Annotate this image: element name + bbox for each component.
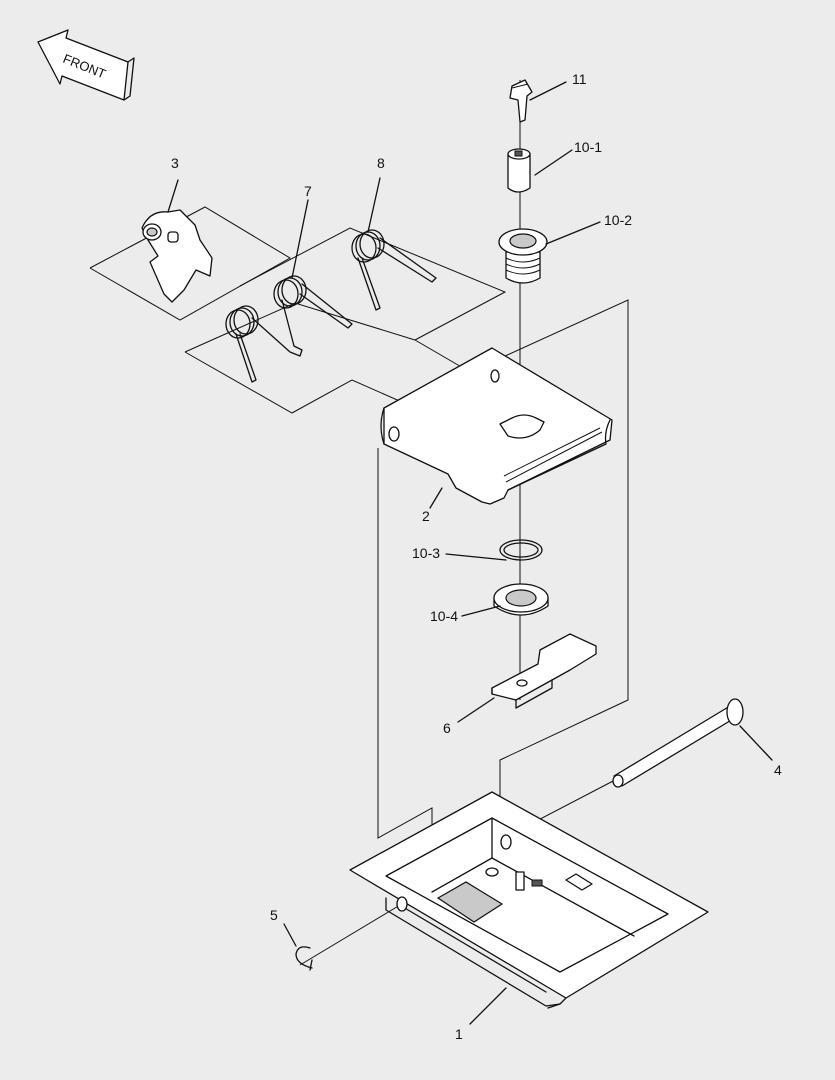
latch-hook-part <box>141 179 213 303</box>
callout-4: 4 <box>774 762 782 778</box>
callout-8: 8 <box>377 155 385 171</box>
torsion-spring-front-part <box>225 199 353 383</box>
callout-labels: 11 10-1 10-2 3 7 8 2 10-3 10-4 6 4 5 1 <box>171 71 782 1042</box>
callout-10-2: 10-2 <box>604 212 632 228</box>
lock-cylinder-part <box>507 148 573 193</box>
retaining-clip-part <box>283 923 313 971</box>
callout-6: 6 <box>443 720 451 736</box>
cam-plate-part <box>457 633 597 723</box>
snap-ring-part <box>445 539 543 561</box>
base-tray-part <box>349 791 709 1025</box>
hinge-pin-part <box>612 698 773 788</box>
callout-10-1: 10-1 <box>574 139 602 155</box>
front-arrow: FRONT <box>37 29 135 101</box>
callout-11: 11 <box>572 71 587 87</box>
latch-housing-part <box>380 347 613 509</box>
callout-5: 5 <box>270 907 278 923</box>
torsion-spring-rear-part <box>351 177 437 311</box>
threaded-nut-part <box>498 221 601 284</box>
seal-washer-part <box>461 583 549 617</box>
key-part <box>509 79 567 123</box>
callout-3: 3 <box>171 155 179 171</box>
callout-10-3: 10-3 <box>412 545 440 561</box>
callout-1: 1 <box>455 1026 463 1042</box>
callout-7: 7 <box>304 183 312 199</box>
callout-2: 2 <box>422 508 430 524</box>
callout-10-4: 10-4 <box>430 608 458 624</box>
